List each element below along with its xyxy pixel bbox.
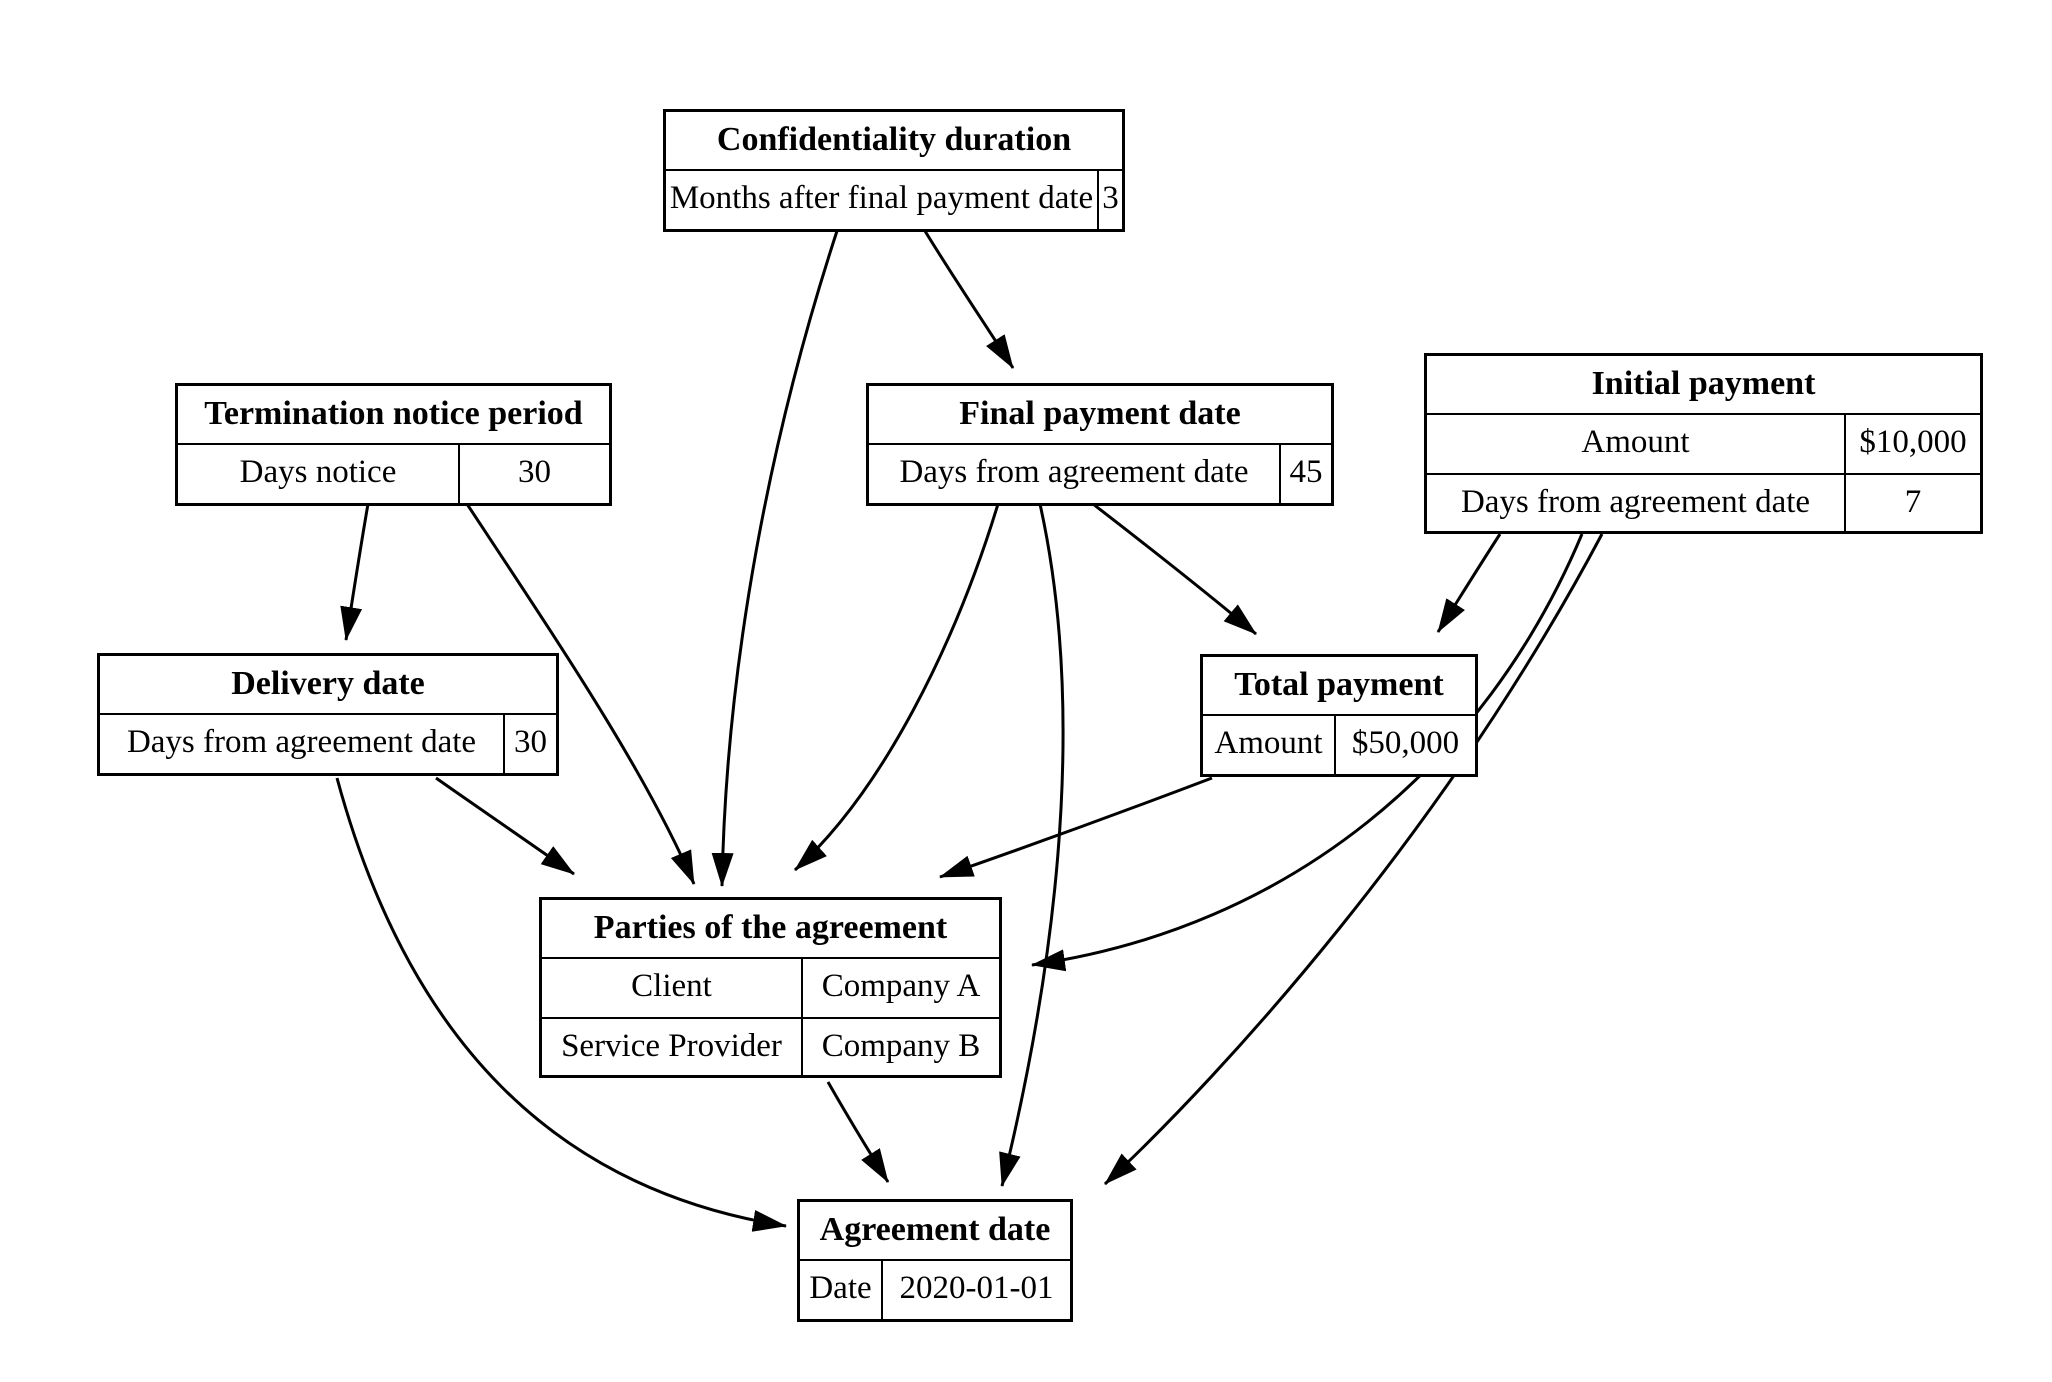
edge-final-payment-to-parties (793, 503, 1000, 872)
node-title: Parties of the agreement (542, 900, 999, 959)
table-row: Days from agreement date 7 (1427, 473, 1980, 531)
table-row: Date 2020-01-01 (800, 1261, 1070, 1319)
edge-initial-payment-to-parties (1031, 533, 1584, 972)
node-delivery-date: Delivery date Days from agreement date 3… (97, 653, 559, 776)
table-row: Months after final payment date 3 (666, 171, 1122, 229)
row-value: 45 (1289, 454, 1323, 490)
table-row: Days notice 30 (178, 445, 609, 503)
node-title: Agreement date (800, 1202, 1070, 1261)
table-row: Client Company A (542, 959, 999, 1017)
row-label: Days from agreement date (1427, 475, 1846, 531)
row-value: 30 (518, 454, 551, 490)
node-title: Initial payment (1427, 356, 1980, 415)
row-value: Company A (821, 968, 981, 1004)
table-row: Amount $50,000 (1203, 716, 1475, 774)
node-title: Final payment date (869, 386, 1331, 445)
row-label: Amount (1203, 716, 1336, 774)
node-agreement-date: Agreement date Date 2020-01-01 (797, 1199, 1073, 1322)
node-termination-notice-period: Termination notice period Days notice 30 (175, 383, 612, 506)
node-title: Total payment (1203, 657, 1475, 716)
node-title: Termination notice period (178, 386, 609, 445)
table-row: Days from agreement date 30 (100, 715, 556, 773)
edge-final-payment-to-total-payment (1092, 502, 1257, 636)
row-label: Date (800, 1261, 883, 1319)
row-value: 7 (1904, 484, 1922, 520)
edge-total-payment-to-parties (939, 776, 1213, 879)
edge-parties-to-agreement (826, 1081, 890, 1183)
node-final-payment-date: Final payment date Days from agreement d… (866, 383, 1334, 506)
node-title: Delivery date (100, 656, 556, 715)
row-value: $10,000 (1859, 424, 1967, 460)
edge-delivery-to-parties (435, 776, 575, 876)
node-initial-payment: Initial payment Amount $10,000 Days from… (1424, 353, 1983, 534)
row-label: Days from agreement date (100, 715, 505, 773)
node-title: Confidentiality duration (666, 112, 1122, 171)
row-label: Days notice (178, 445, 460, 503)
node-parties-of-the-agreement: Parties of the agreement Client Company … (539, 897, 1002, 1078)
node-total-payment: Total payment Amount $50,000 (1200, 654, 1478, 777)
node-confidentiality-duration: Confidentiality duration Months after fi… (663, 109, 1125, 232)
row-label: Client (542, 959, 803, 1017)
row-value: 2020-01-01 (899, 1270, 1054, 1306)
edge-confidentiality-to-final-payment (923, 230, 1015, 369)
row-label: Amount (1427, 415, 1846, 473)
edge-confidentiality-to-parties (711, 230, 839, 887)
edge-termination-to-parties (465, 503, 696, 885)
edge-termination-to-delivery (340, 503, 370, 641)
table-row: Service Provider Company B (542, 1017, 999, 1075)
edge-delivery-to-agreement (335, 777, 787, 1232)
row-value: 30 (514, 724, 547, 760)
edge-final-payment-to-agreement (999, 503, 1065, 1187)
table-row: Amount $10,000 (1427, 415, 1980, 473)
edge-initial-payment-to-total-payment (1436, 533, 1502, 633)
edge-initial-payment-to-agreement (1103, 533, 1604, 1186)
row-label: Days from agreement date (869, 445, 1281, 503)
row-value: Company B (821, 1028, 981, 1064)
row-value: $50,000 (1351, 725, 1460, 761)
row-label: Months after final payment date (666, 171, 1099, 229)
row-label: Service Provider (542, 1019, 803, 1075)
table-row: Days from agreement date 45 (869, 445, 1331, 503)
row-value: 3 (1102, 180, 1119, 216)
